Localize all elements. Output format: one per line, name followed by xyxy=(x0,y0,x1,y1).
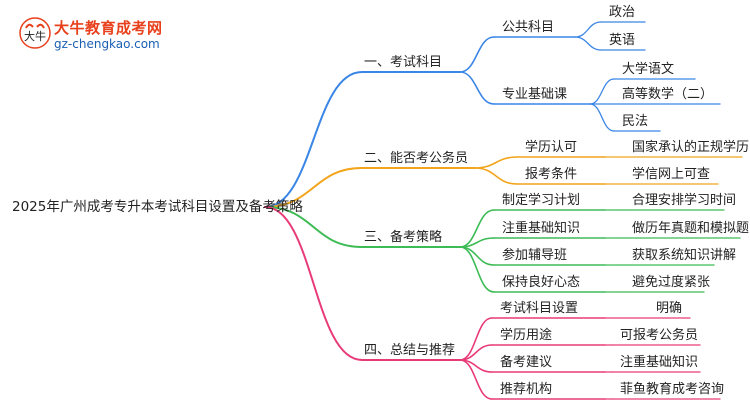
connector-line xyxy=(589,103,615,132)
leaf-label: 国家承认的正规学历 xyxy=(632,140,750,155)
connector-line xyxy=(574,21,602,38)
connector-line xyxy=(264,167,363,208)
subtopic-label: 专业基础课 xyxy=(502,87,568,102)
subtopic-label: 参加辅导班 xyxy=(502,248,568,263)
connector-line xyxy=(459,209,495,248)
connector-line xyxy=(264,206,363,248)
branch-1-label: 一、考试科目 xyxy=(364,55,443,70)
leaf-label: 民法 xyxy=(622,114,649,129)
connector-line xyxy=(264,206,363,361)
subtopic-label: 报考条件 xyxy=(525,167,578,182)
subtopic-label: 学历用途 xyxy=(500,328,553,343)
leaf-label: 菲鱼教育成考咨询 xyxy=(620,382,725,397)
logo-title: 大牛教育成考网 xyxy=(54,19,163,37)
subtopic-label: 学历认可 xyxy=(525,140,578,155)
root-node: 2025年广州成考专升本考试科目设置及备考策略 xyxy=(12,199,303,215)
leaf-label: 获取系统知识讲解 xyxy=(632,248,737,263)
branch-2-label: 二、能否考公务员 xyxy=(364,151,469,166)
subtopic-label: 备考建议 xyxy=(500,355,553,370)
leaf-label: 注重基础知识 xyxy=(620,355,699,370)
connector-line xyxy=(474,156,518,169)
connector-line xyxy=(459,71,495,105)
leaf-label: 可报考公务员 xyxy=(620,328,699,343)
leaf-label: 明确 xyxy=(656,301,683,316)
connector-line xyxy=(574,36,602,51)
connector-line xyxy=(459,317,493,361)
leaf-label: 学信网上可查 xyxy=(632,167,711,182)
leaf-label: 大学语文 xyxy=(622,62,675,77)
branch-3-label: 三、备考策略 xyxy=(364,230,443,245)
leaf-label: 高等数学（二） xyxy=(622,87,714,102)
site-logo[interactable]: 大牛 大牛教育成考网 gz-chengkao.com xyxy=(14,12,174,56)
logo-url: gz-chengkao.com xyxy=(54,37,160,51)
subtopic-label: 考试科目设置 xyxy=(500,301,579,316)
logo-mark-text: 大牛 xyxy=(24,29,46,43)
connector-line xyxy=(459,359,493,400)
connector-line xyxy=(474,167,518,185)
branch-4-label: 四、总结与推荐 xyxy=(364,343,456,358)
connector-line xyxy=(264,71,363,208)
connector-line xyxy=(459,246,495,266)
leaf-label: 政治 xyxy=(609,5,636,20)
subtopic-label: 保持良好心态 xyxy=(502,275,581,290)
subtopic-label: 推荐机构 xyxy=(500,382,553,397)
connector-line xyxy=(459,36,495,73)
leaf-label: 做历年真题和模拟题 xyxy=(632,221,750,236)
connector-line xyxy=(589,78,615,105)
bull-logo-icon: 大牛 xyxy=(19,17,51,49)
leaf-label: 合理安排学习时间 xyxy=(632,193,737,208)
subtopic-label: 注重基础知识 xyxy=(502,221,581,236)
leaf-label: 英语 xyxy=(609,33,636,48)
subtopic-label: 制定学习计划 xyxy=(502,193,581,208)
leaf-label: 避免过度紧张 xyxy=(632,275,711,290)
subtopic-label: 公共科目 xyxy=(502,20,555,35)
connector-line xyxy=(459,246,495,293)
